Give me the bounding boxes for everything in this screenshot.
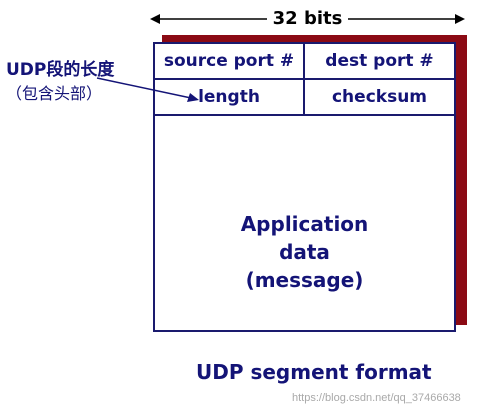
payload-line-1: Application	[240, 212, 369, 236]
annotation-line-1: UDP段的长度	[6, 60, 115, 80]
annotation-line-2: （包含头部）	[6, 84, 103, 103]
header-row-2: length checksum	[155, 80, 454, 116]
payload-line-3: (message)	[245, 268, 364, 292]
header-row-1: source port # dest port #	[155, 44, 454, 80]
length-annotation: UDP段的长度 （包含头部）	[6, 58, 114, 106]
length-field: length	[155, 80, 305, 114]
annotation-arrow-icon	[96, 77, 199, 102]
payload-area: Application data (message)	[155, 210, 454, 294]
udp-segment-diagram: source port # dest port # length checksu…	[153, 42, 456, 332]
dest-port-field: dest port #	[325, 51, 434, 71]
bit-width-label: 32 bits	[266, 8, 349, 29]
payload-line-2: data	[279, 240, 330, 264]
checksum-field: checksum	[331, 87, 428, 107]
bit-width-indicator: 32 bits	[150, 6, 465, 32]
figure-caption: UDP segment format	[196, 360, 432, 384]
watermark: https://blog.csdn.net/qq_37466638	[292, 392, 461, 404]
source-port-field: source port #	[155, 44, 305, 78]
